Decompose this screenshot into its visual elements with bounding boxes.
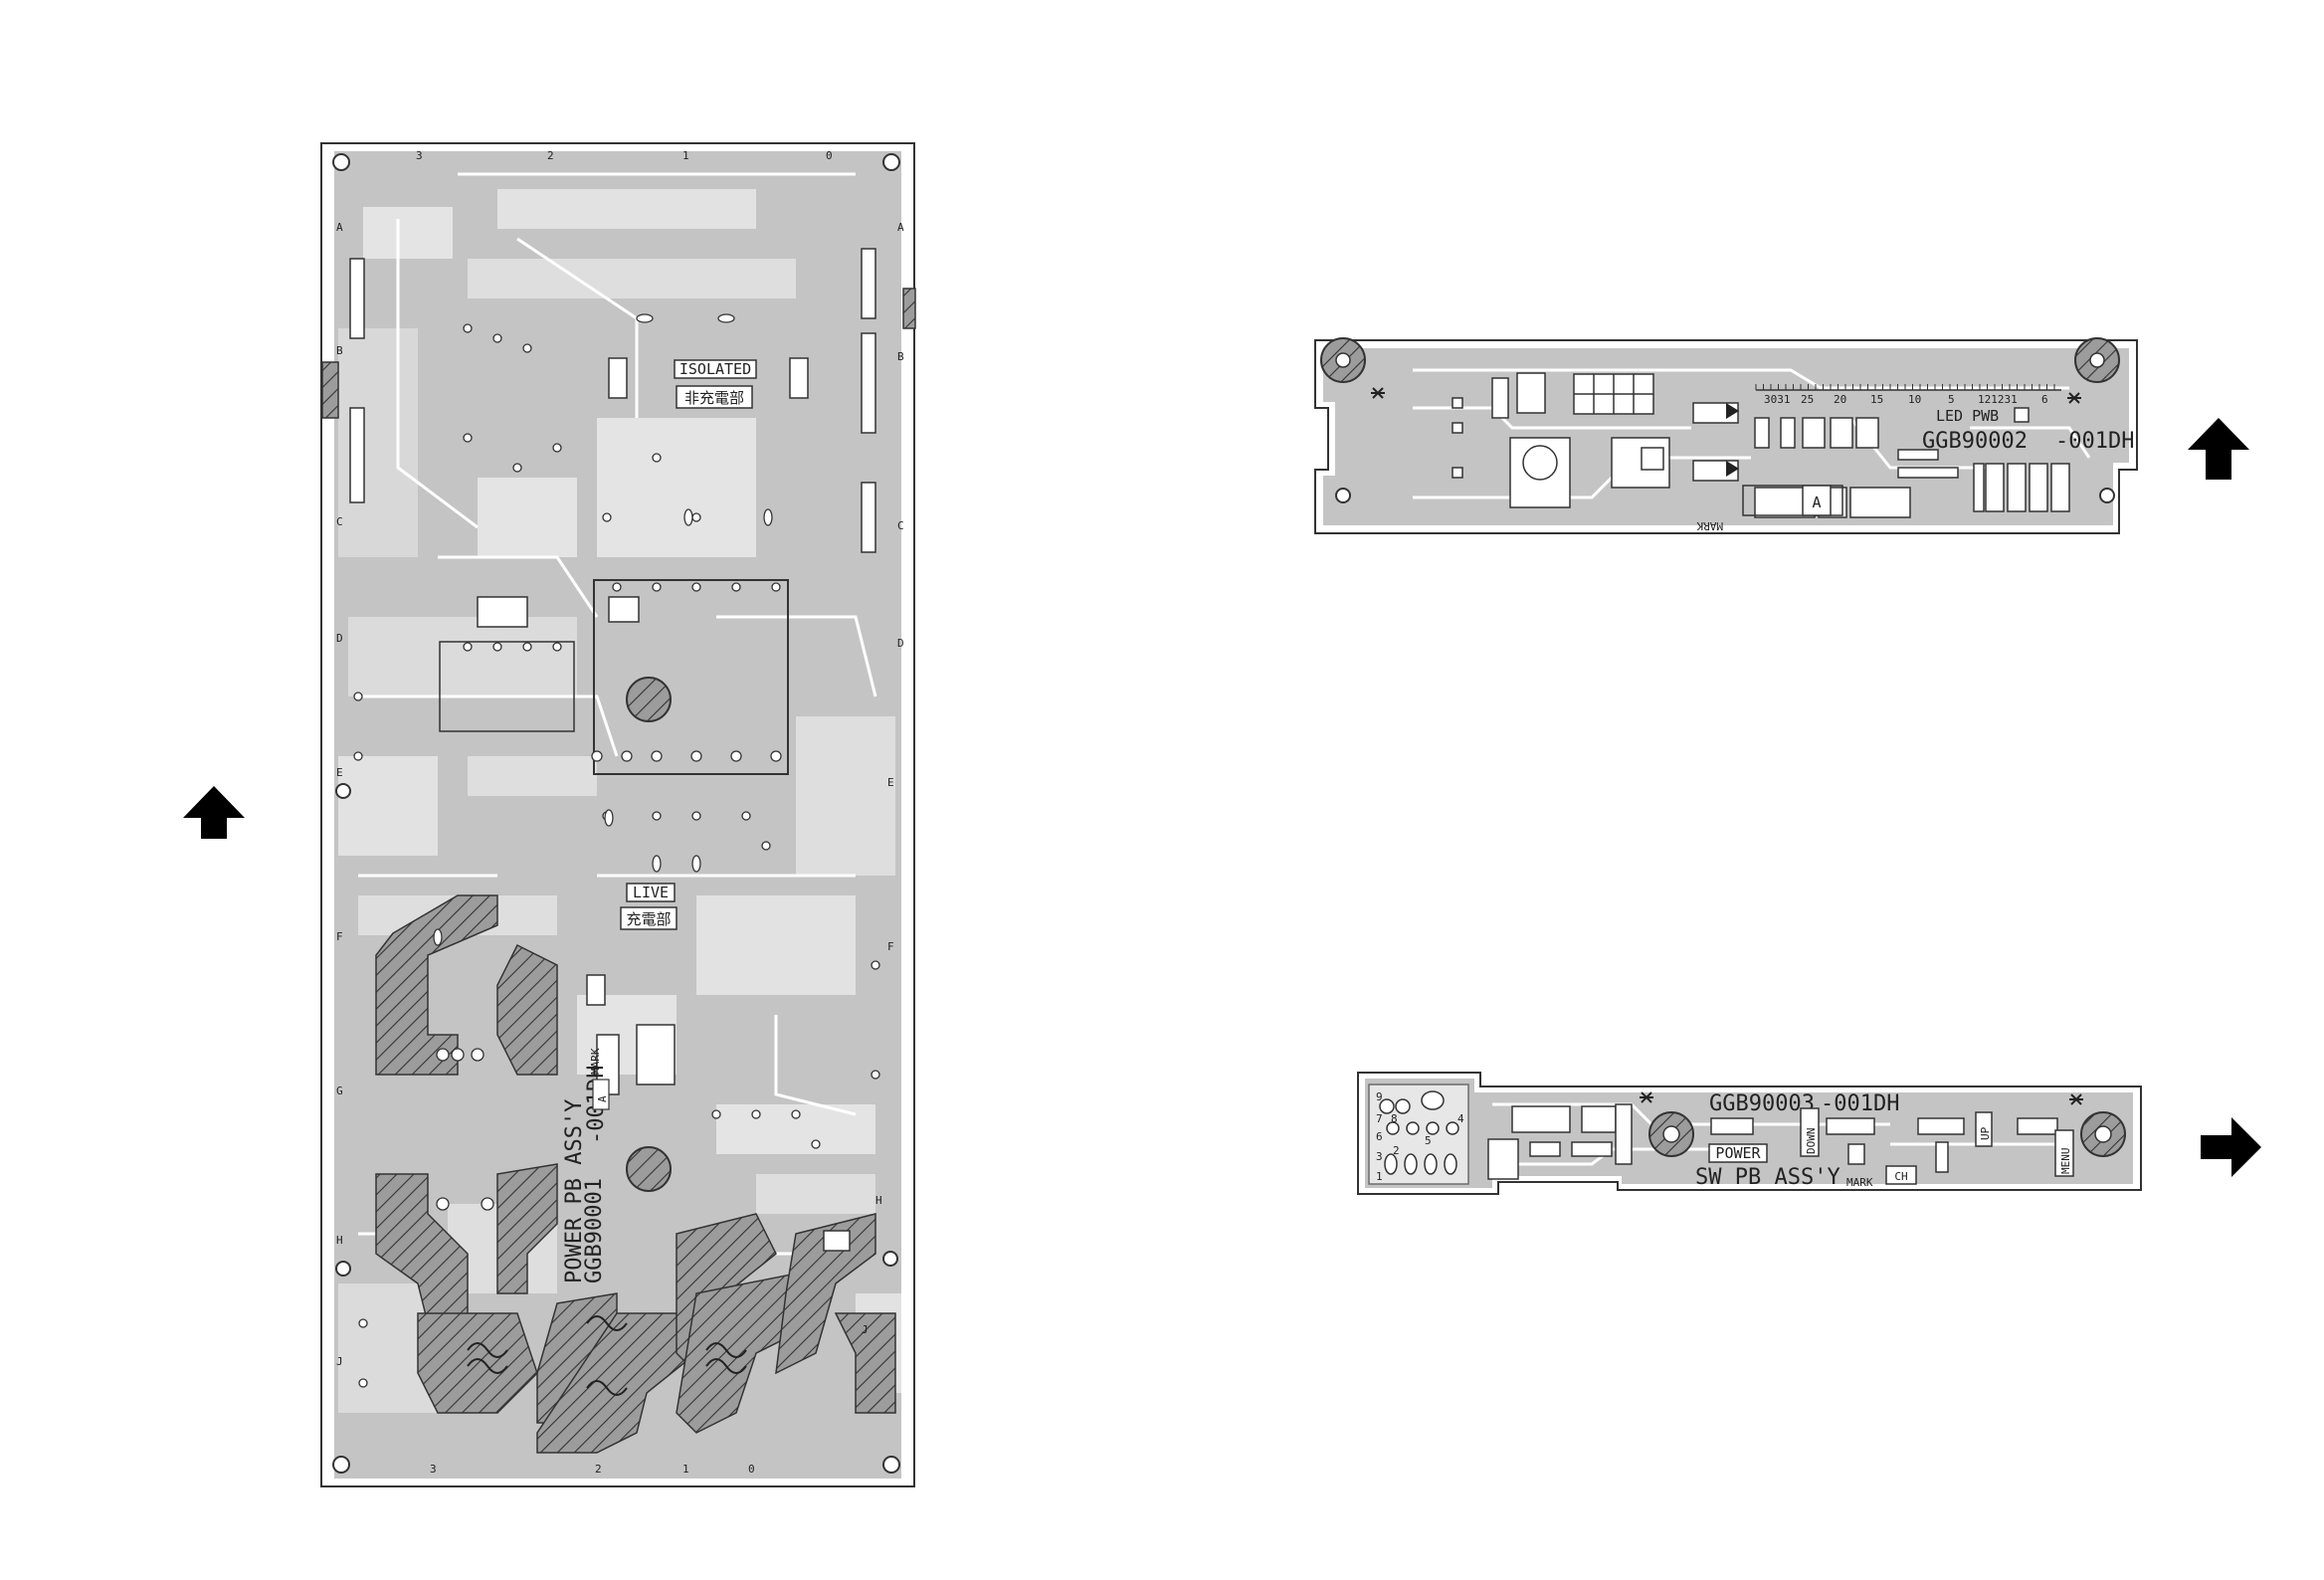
sw-part-suffix: -001DH <box>1821 1091 1899 1116</box>
col-bot-2: 2 <box>595 1463 602 1476</box>
sw-pin-2: 2 <box>1393 1144 1400 1157</box>
col-top-3: 3 <box>416 149 423 162</box>
row-letter-j-right: J <box>862 1323 869 1336</box>
row-letter-h-left: H <box>336 1234 343 1247</box>
col-bot-1: 1 <box>682 1463 689 1476</box>
power-part-number: GGB90001 <box>582 1178 607 1284</box>
row-letter-b-right: B <box>897 350 904 363</box>
sw-btn-power-label: POWER <box>1715 1144 1761 1162</box>
power-board: ISOLATED 非充電部 LIVE 充電部 POWER PB ASS'Y GG… <box>321 143 915 1486</box>
col-top-2: 2 <box>547 149 554 162</box>
row-letter-b-left: B <box>336 344 343 357</box>
led-mark: MARK <box>1696 519 1723 532</box>
sw-btn-menu-label: MENU <box>2059 1148 2072 1175</box>
sw-btn-ch-label: CH <box>1894 1170 1907 1183</box>
row-letter-c-left: C <box>336 515 343 528</box>
sw-pin-9: 9 <box>1376 1090 1383 1103</box>
row-letter-h-right: H <box>875 1194 882 1207</box>
row-letter-e-left: E <box>336 766 343 779</box>
orientation-arrow-right <box>2201 1117 2261 1177</box>
led-scale-7: 6 <box>2041 393 2048 406</box>
sw-pin-5: 5 <box>1425 1134 1432 1147</box>
led-board: 3031 25 20 15 10 5 121231 6 LED PWB GGB9… <box>1315 338 2137 533</box>
led-label-a: A <box>1812 494 1821 511</box>
row-letter-g-left: G <box>336 1085 343 1097</box>
sw-btn-up-label: UP <box>1979 1126 1992 1140</box>
col-top-0: 0 <box>826 149 833 162</box>
led-mount-hole-right <box>2100 489 2114 502</box>
row-letter-f-left: F <box>336 930 343 943</box>
live-label: LIVE <box>633 884 669 901</box>
led-scale-4: 10 <box>1908 393 1921 406</box>
row-letter-d-left: D <box>336 632 343 645</box>
row-letter-c-right: C <box>897 519 904 532</box>
sw-pin-3: 3 <box>1376 1150 1383 1163</box>
row-letter-j-left: J <box>336 1355 343 1368</box>
col-top-1: 1 <box>682 149 689 162</box>
power-mark: MARK <box>589 1048 602 1075</box>
orientation-arrow-up-right <box>2188 418 2249 480</box>
sw-board: 9 8 7 6 5 4 3 2 1 GGB90003 -001DH SW PB … <box>1358 1073 2141 1194</box>
sw-pin-4: 4 <box>1457 1112 1464 1125</box>
led-scale-2: 20 <box>1834 393 1846 406</box>
led-mount-hole-left <box>1336 489 1350 502</box>
live-jp-label: 充電部 <box>626 910 671 928</box>
sw-pin-1: 1 <box>1376 1170 1383 1183</box>
non-live-jp-label: 非充電部 <box>684 389 744 407</box>
row-letter-d-right: D <box>897 637 904 650</box>
led-scale-0: 3031 <box>1764 393 1791 406</box>
led-scale-5: 5 <box>1948 393 1955 406</box>
sw-part-number: GGB90003 <box>1709 1091 1815 1116</box>
led-board-title: LED PWB <box>1936 407 1999 425</box>
sw-btn-down-label: DOWN <box>1805 1128 1818 1155</box>
sw-pin-6: 6 <box>1376 1130 1383 1143</box>
row-letter-a-right: A <box>897 221 904 234</box>
sw-assy-label: SW PB ASS'Y <box>1695 1165 1840 1190</box>
col-bot-3: 3 <box>430 1463 437 1476</box>
row-letter-a-left: A <box>336 221 343 234</box>
led-scale-3: 15 <box>1870 393 1883 406</box>
isolated-label: ISOLATED <box>679 360 751 378</box>
row-letter-f-right: F <box>887 940 894 953</box>
sw-pin-8: 8 <box>1391 1112 1398 1125</box>
hatched-screw-pad <box>627 678 671 721</box>
sw-mark: MARK <box>1846 1176 1873 1189</box>
led-scale-1: 25 <box>1801 393 1814 406</box>
sw-pin-7: 7 <box>1376 1112 1383 1125</box>
power-label-a: A <box>596 1095 609 1102</box>
led-part-number: GGB90002 <box>1922 429 2028 454</box>
led-scale-6: 121231 <box>1978 393 2018 406</box>
col-bot-0: 0 <box>748 1463 755 1476</box>
hatched-screw-pad-lower <box>627 1147 671 1191</box>
led-part-suffix: -001DH <box>2055 429 2134 454</box>
row-letter-e-right: E <box>887 776 894 789</box>
orientation-arrow-up-left <box>183 786 245 839</box>
